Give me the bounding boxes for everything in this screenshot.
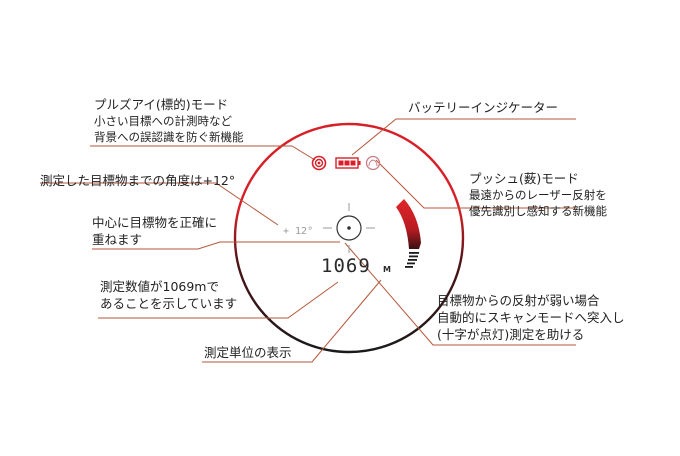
- pulse-eye-title: プルズアイ(標的)モード: [94, 97, 229, 112]
- leader-distance: [98, 281, 339, 319]
- leader-push: [375, 159, 576, 209]
- angle-readout: + 12°: [283, 226, 313, 237]
- target-icon: [311, 155, 327, 171]
- leader-angle: [40, 182, 279, 226]
- scan-line-3: (十字が点灯)測定を助ける: [437, 327, 585, 342]
- distance-line-1: 測定数値が1069mで: [100, 279, 219, 294]
- push-label: プッシュ(薮)モード 最遠からのレーザー反射を 優先識別し感知する新機能: [469, 170, 607, 219]
- pulse-eye-desc-2: 背景への誤認識を防ぐ新機能: [94, 130, 244, 144]
- angle-title: 測定した目標物までの角度は+12°: [40, 173, 236, 188]
- distance-label: 測定数値が1069mで あることを示しています: [100, 278, 237, 312]
- battery-label: バッテリーインジケーター: [408, 99, 558, 116]
- bush-icon: [365, 155, 381, 171]
- push-desc-1: 最遠からのレーザー反射を: [469, 188, 607, 202]
- signal-strength-bar: [396, 199, 421, 249]
- leader-lines: [40, 118, 576, 363]
- distance-readout: 1069: [321, 255, 371, 277]
- unit-title: 測定単位の表示: [204, 345, 292, 360]
- leader-pulse-eye: [90, 145, 316, 161]
- pulse-eye-desc-1: 小さい目標への計測時など: [94, 114, 232, 128]
- center-label: 中心に目標物を正確に 重ねます: [92, 214, 217, 248]
- viewfinder-ring: [233, 122, 465, 354]
- leader-scan: [344, 242, 576, 346]
- pulse-eye-label: プルズアイ(標的)モード 小さい目標への計測時など 背景への誤認識を防ぐ新機能: [94, 96, 244, 145]
- scan-line-1: 目標物からの反射が弱い場合: [437, 293, 600, 308]
- center-line-2: 重ねます: [92, 232, 143, 247]
- signal-scale: [405, 252, 419, 268]
- leader-center: [92, 241, 340, 250]
- battery-title: バッテリーインジケーター: [408, 100, 559, 115]
- scan-label: 目標物からの反射が弱い場合 自動的にスキャンモードへ突入し (十字が点灯)測定を…: [437, 292, 625, 343]
- leader-battery: [351, 118, 576, 156]
- angle-label: 測定した目標物までの角度は+12°: [40, 172, 235, 189]
- battery-icon: [335, 157, 361, 169]
- reticle: [323, 203, 375, 253]
- center-line-1: 中心に目標物を正確に: [92, 215, 218, 230]
- unit-label: 測定単位の表示: [204, 344, 292, 361]
- unit-indicator: M: [383, 265, 391, 274]
- push-title: プッシュ(薮)モード: [469, 171, 579, 186]
- push-desc-2: 優先識別し感知する新機能: [469, 204, 607, 218]
- distance-line-2: あることを示しています: [100, 296, 238, 311]
- leader-unit: [202, 279, 382, 363]
- scan-line-2: 自動的にスキャンモードへ突入し: [437, 310, 625, 325]
